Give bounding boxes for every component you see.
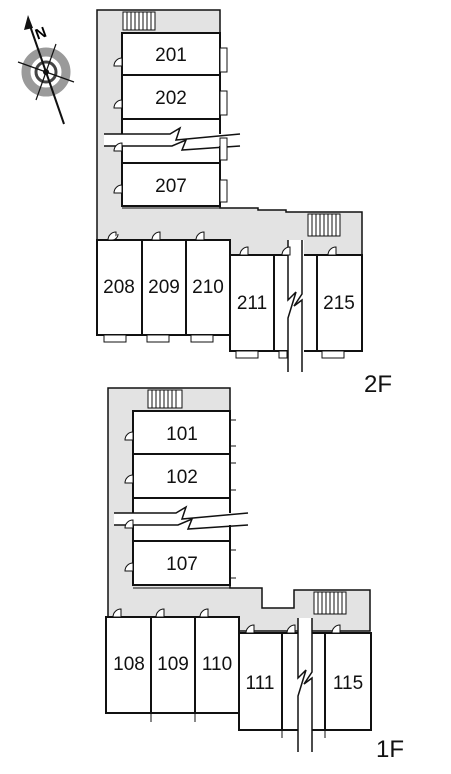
room-201: 201	[121, 32, 221, 76]
room-108: 108	[105, 616, 152, 714]
break-line-icon	[114, 497, 249, 542]
stairs-icon	[122, 11, 156, 31]
door-icon	[124, 431, 134, 572]
door-icon	[107, 231, 337, 256]
room-109: 109	[150, 616, 196, 714]
room-102: 102	[132, 453, 231, 499]
floor-2f: 201 202 207	[96, 9, 392, 398]
room-number: 115	[333, 673, 363, 694]
room-number: 202	[155, 88, 187, 109]
room-number: 111	[246, 673, 275, 694]
door-icon	[113, 57, 123, 194]
room-number: 215	[323, 293, 355, 314]
room-number: 211	[237, 293, 267, 314]
room-number: 207	[155, 176, 187, 197]
break-line-icon	[281, 618, 326, 752]
room-208: 208	[96, 239, 143, 336]
stairs-icon	[313, 591, 347, 615]
floor-label-1f: 1F	[376, 736, 404, 763]
room-number: 210	[192, 277, 224, 298]
room-number: 102	[166, 467, 198, 488]
room-211: 211	[229, 254, 275, 352]
floor-label-2f: 2F	[364, 371, 392, 398]
room-107: 107	[132, 540, 231, 586]
room-number: 209	[148, 277, 180, 298]
room-number: 201	[155, 45, 187, 66]
stairs-icon	[147, 389, 183, 409]
room-115: 115	[324, 632, 372, 731]
room-number: 110	[202, 654, 232, 675]
break-line-icon	[273, 240, 318, 372]
compass-icon: N	[17, 15, 75, 125]
room-209: 209	[141, 239, 187, 336]
room-110: 110	[194, 616, 240, 714]
room-number: 107	[166, 554, 198, 575]
room-207: 207	[121, 162, 221, 207]
stairs-icon	[307, 213, 341, 237]
break-line-icon	[104, 118, 241, 164]
room-number: 208	[103, 277, 135, 298]
room-111: 111	[238, 632, 283, 731]
door-icon	[112, 608, 341, 634]
room-210: 210	[185, 239, 231, 336]
floor-1f: 101 102 107 108	[105, 387, 404, 763]
room-101: 101	[132, 410, 231, 455]
room-number: 101	[166, 424, 198, 445]
room-202: 202	[121, 74, 221, 120]
room-number: 108	[113, 654, 145, 675]
room-215: 215	[316, 254, 363, 352]
room-number: 109	[157, 654, 189, 675]
